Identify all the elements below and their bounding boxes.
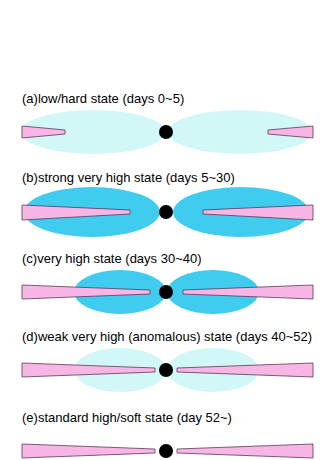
panel-b-illustration	[22, 187, 313, 237]
disk-wedge	[177, 444, 313, 458]
panel-a-illustration	[21, 110, 313, 154]
disk-wedge	[22, 444, 155, 458]
corona-ellipse	[168, 110, 312, 154]
black-hole	[159, 125, 173, 139]
black-hole	[159, 285, 173, 299]
state-label: (e)standard high/soft state (day 52~)	[22, 410, 232, 425]
disk-wedge	[22, 363, 155, 377]
panel-e-illustration	[22, 444, 313, 458]
black-hole	[159, 363, 173, 377]
panel-d-illustration	[22, 348, 313, 392]
state-label: (b)strong very high state (days 5~30)	[22, 170, 235, 185]
state-label: (d)weak very high (anomalous) state (day…	[22, 329, 312, 344]
state-label: (a)low/hard state (days 0~5)	[22, 91, 184, 106]
corona-ellipse	[21, 110, 165, 154]
disk-wedge	[22, 285, 150, 299]
black-hole	[159, 444, 173, 458]
state-label: (c)very high state (days 30~40)	[22, 251, 202, 266]
disk-wedge	[183, 285, 313, 299]
disk-wedge	[177, 363, 313, 377]
disk-wedge	[268, 126, 313, 138]
black-hole	[159, 205, 173, 219]
disk-wedge	[22, 126, 65, 138]
disk-wedge	[203, 205, 313, 220]
panel-c-illustration	[22, 270, 313, 314]
disk-wedge	[22, 205, 130, 220]
